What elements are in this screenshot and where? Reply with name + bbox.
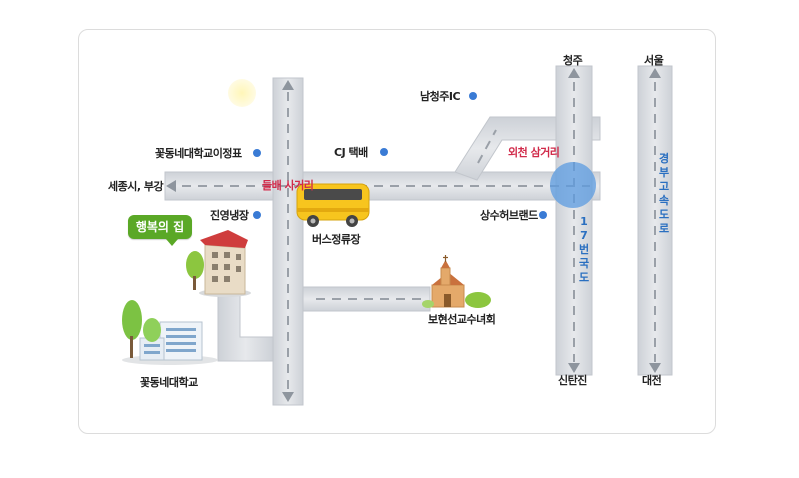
sun-decoration (228, 79, 256, 107)
label-deulbae-junction: 들배 사거리 (262, 179, 314, 192)
label-kkotdongne-univ: 꽃동네대학교 (140, 376, 198, 389)
label-cheongju: 청주 (563, 54, 583, 67)
arrow-north-expressway-icon (649, 68, 661, 78)
label-namcheongju-ic: 남청주IC (420, 90, 461, 103)
marker-cj-icon (380, 148, 388, 156)
marker-sangsu-icon (539, 211, 547, 219)
label-boeun-convent: 보현선교수녀회 (428, 313, 496, 326)
lane-markings (182, 82, 656, 392)
road-network (164, 65, 673, 406)
location-markers (253, 92, 547, 219)
label-seoul: 서울 (644, 54, 664, 67)
arrow-north-route17-icon (568, 68, 580, 78)
road-route17 (555, 65, 593, 376)
happy-house-bubble: 행복의 집 (128, 215, 192, 246)
marker-namcheongju-icon (469, 92, 477, 100)
bus-icon (296, 183, 370, 227)
arrow-west-icon (166, 180, 176, 192)
label-sangsu-herb: 상수허브랜드 (480, 209, 538, 222)
marker-jinyoung-icon (253, 211, 261, 219)
junction-circle-icon (550, 162, 596, 208)
label-oecheon-junction: 외천 삼거리 (508, 146, 560, 159)
road-branch-univ (217, 289, 274, 362)
arrow-south-expressway-icon (649, 363, 661, 373)
marker-kkotdongne-sign-icon (253, 149, 261, 157)
label-sintanjin: 신탄진 (558, 374, 587, 387)
label-daejeon: 대전 (642, 374, 662, 387)
convent-church-icon (422, 255, 491, 308)
university-building-icon (122, 300, 218, 365)
label-jinyoung-cold: 진영냉장 (210, 209, 249, 222)
label-sejong-bugang: 세종시, 부강 (108, 180, 164, 193)
road-expressway (637, 65, 673, 376)
label-kkotdongne-sign: 꽃동네대학교이정표 (155, 147, 242, 160)
happy-house-building-icon (186, 230, 251, 297)
label-bus-stop: 버스정류장 (312, 233, 361, 246)
arrow-south-route17-icon (568, 363, 580, 373)
direction-arrows (166, 68, 661, 402)
arrow-south-left-icon (282, 392, 294, 402)
arrow-north-left-icon (282, 80, 294, 90)
label-cj-express: CJ 택배 (334, 146, 368, 159)
